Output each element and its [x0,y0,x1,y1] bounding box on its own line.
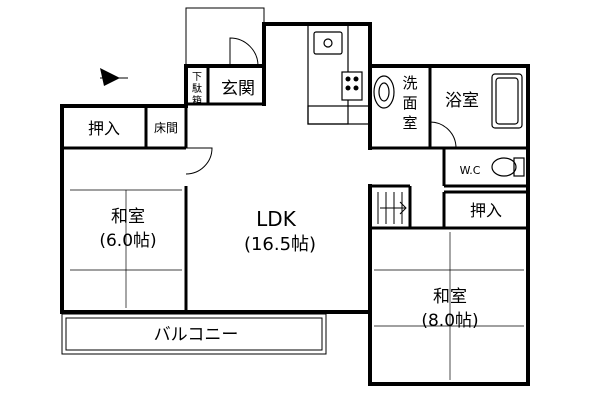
bathroom-label: 浴室 [445,91,479,111]
door-swings [185,121,457,175]
entrance-door [229,37,259,67]
north-arrow-icon [100,68,128,86]
porch-outline [185,7,265,67]
bathtub-icon [491,73,523,129]
washitsu-right-size: (8.0帖) [421,311,478,331]
toilet-icon [491,157,525,177]
tatami-lines-left [70,189,182,308]
closet-left-label: 押入 [88,119,120,138]
shoe-box-label-3: 箱 [192,94,202,107]
washitsu-left-size: (6.0帖) [99,231,156,251]
shoe-box-label-1: 下 [192,72,202,83]
ldk-size: (16.5帖) [244,234,316,255]
balcony-outline [61,313,327,355]
washbasin-icon [373,75,395,109]
washroom-label-3: 室 [402,114,417,132]
washitsu-left-name: 和室 [111,207,145,227]
balcony-label: バルコニー [154,325,239,345]
closet-right-label: 押入 [470,201,502,220]
washroom-label-2: 面 [402,94,417,112]
interior-walls [62,66,528,312]
tatami-lines-right [374,232,524,380]
kitchen-sink-icon [313,31,343,55]
washroom-label-1: 洗 [402,74,417,92]
wc-label: W.C [460,164,481,177]
shoe-box-label-2: 駄 [192,82,202,95]
entrance-label: 玄関 [221,79,255,99]
stairs-icon [377,192,407,224]
washitsu-right-name: 和室 [433,287,467,307]
stove-icon [341,71,363,101]
ldk-name: LDK [256,207,297,231]
alcove-label: 床間 [154,121,178,135]
exterior-walls [60,22,530,386]
